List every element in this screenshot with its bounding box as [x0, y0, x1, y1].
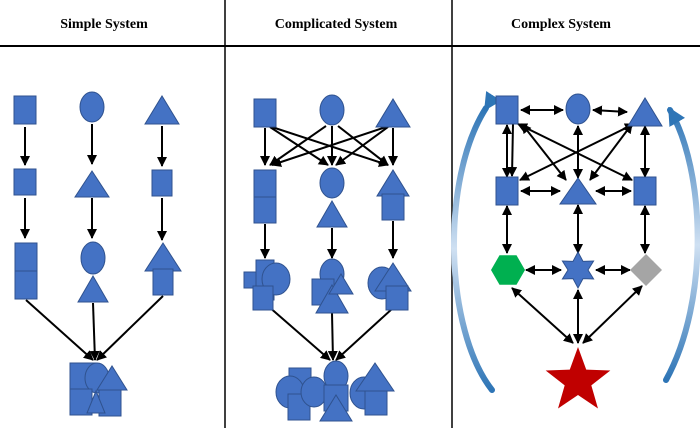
simple-c3-triangle-low	[144, 242, 182, 272]
connector-arrows	[20, 91, 700, 393]
complicated-m3-triangle	[315, 283, 349, 314]
simple-converge-arrow-mid	[89, 302, 100, 361]
simple-c2-circle-top	[79, 91, 105, 123]
simple-c3-square-mid	[151, 169, 173, 197]
complex-node-triangle-mid	[559, 177, 597, 205]
complicated-converge-left	[267, 305, 331, 361]
complicated-r3-square	[385, 285, 409, 311]
simple-c2-triangle-mid	[74, 170, 110, 198]
complicated-l2-square-b	[253, 196, 277, 224]
simple-c1-square-low-a	[14, 242, 38, 274]
complicated-m2-triangle	[316, 199, 348, 228]
complex-node-hexagon	[491, 255, 525, 285]
complicated-top-circle	[319, 94, 345, 126]
simple-c2-triangle-low	[77, 274, 109, 303]
complicated-cross-r-to-l	[271, 126, 387, 167]
complicated-m2-circle	[319, 167, 345, 199]
complex-outcome-star	[545, 347, 611, 409]
complex-link-diag-4	[589, 123, 633, 181]
complex-link-diag-3	[521, 123, 567, 181]
simple-c3-triangle-top	[144, 95, 180, 125]
complicated-top-square	[253, 98, 277, 128]
complex-feedback-arc-left	[451, 91, 502, 393]
complicated-converge-mid	[327, 312, 338, 361]
node-shapes	[13, 91, 663, 422]
complicated-r2-triangle	[376, 169, 410, 197]
complicated-outcome-square-right	[364, 390, 388, 416]
simple-c2-circle-low	[80, 241, 106, 275]
simple-c1-square-low-b	[14, 270, 38, 300]
simple-c3-square-low	[152, 268, 174, 296]
header-complex-system: Complex System	[511, 17, 611, 32]
complex-link-diamond-outcome	[582, 285, 643, 344]
complex-node-diamond	[630, 254, 662, 286]
simple-converge-arrow-left	[25, 299, 94, 361]
simple-c1-square-top	[13, 95, 37, 125]
header-complicated-system: Complicated System	[275, 17, 398, 32]
complicated-cross-r-to-m	[335, 126, 389, 166]
complicated-l2-square-a	[253, 169, 277, 199]
complicated-top-triangle	[375, 98, 411, 128]
complex-node-star	[561, 250, 595, 290]
header-simple-system: Simple System	[60, 17, 148, 32]
complex-node-triangle-top	[627, 97, 663, 127]
complicated-outcome-triangle-mid	[319, 394, 353, 422]
complicated-l3-square	[252, 285, 274, 311]
complex-link-short-1	[507, 123, 518, 177]
complex-node-square-mid	[495, 176, 519, 206]
complex-link-circle-triangle	[592, 105, 628, 117]
complicated-r2-square	[381, 193, 405, 221]
complex-node-square-top	[495, 95, 519, 125]
complicated-outcome-circle-b	[300, 376, 328, 408]
complex-feedback-arc-right	[663, 106, 700, 383]
simple-converge-arrow-right	[96, 295, 164, 361]
complex-link-hexagon-outcome	[511, 287, 574, 344]
complex-node-circle-top	[565, 93, 591, 125]
simple-c1-square-mid	[13, 168, 37, 196]
complicated-converge-right	[335, 307, 394, 361]
complex-node-square-right	[633, 176, 657, 206]
simple-outcome-triangle-small	[86, 389, 106, 414]
complicated-m3-triangle-small	[328, 273, 354, 295]
